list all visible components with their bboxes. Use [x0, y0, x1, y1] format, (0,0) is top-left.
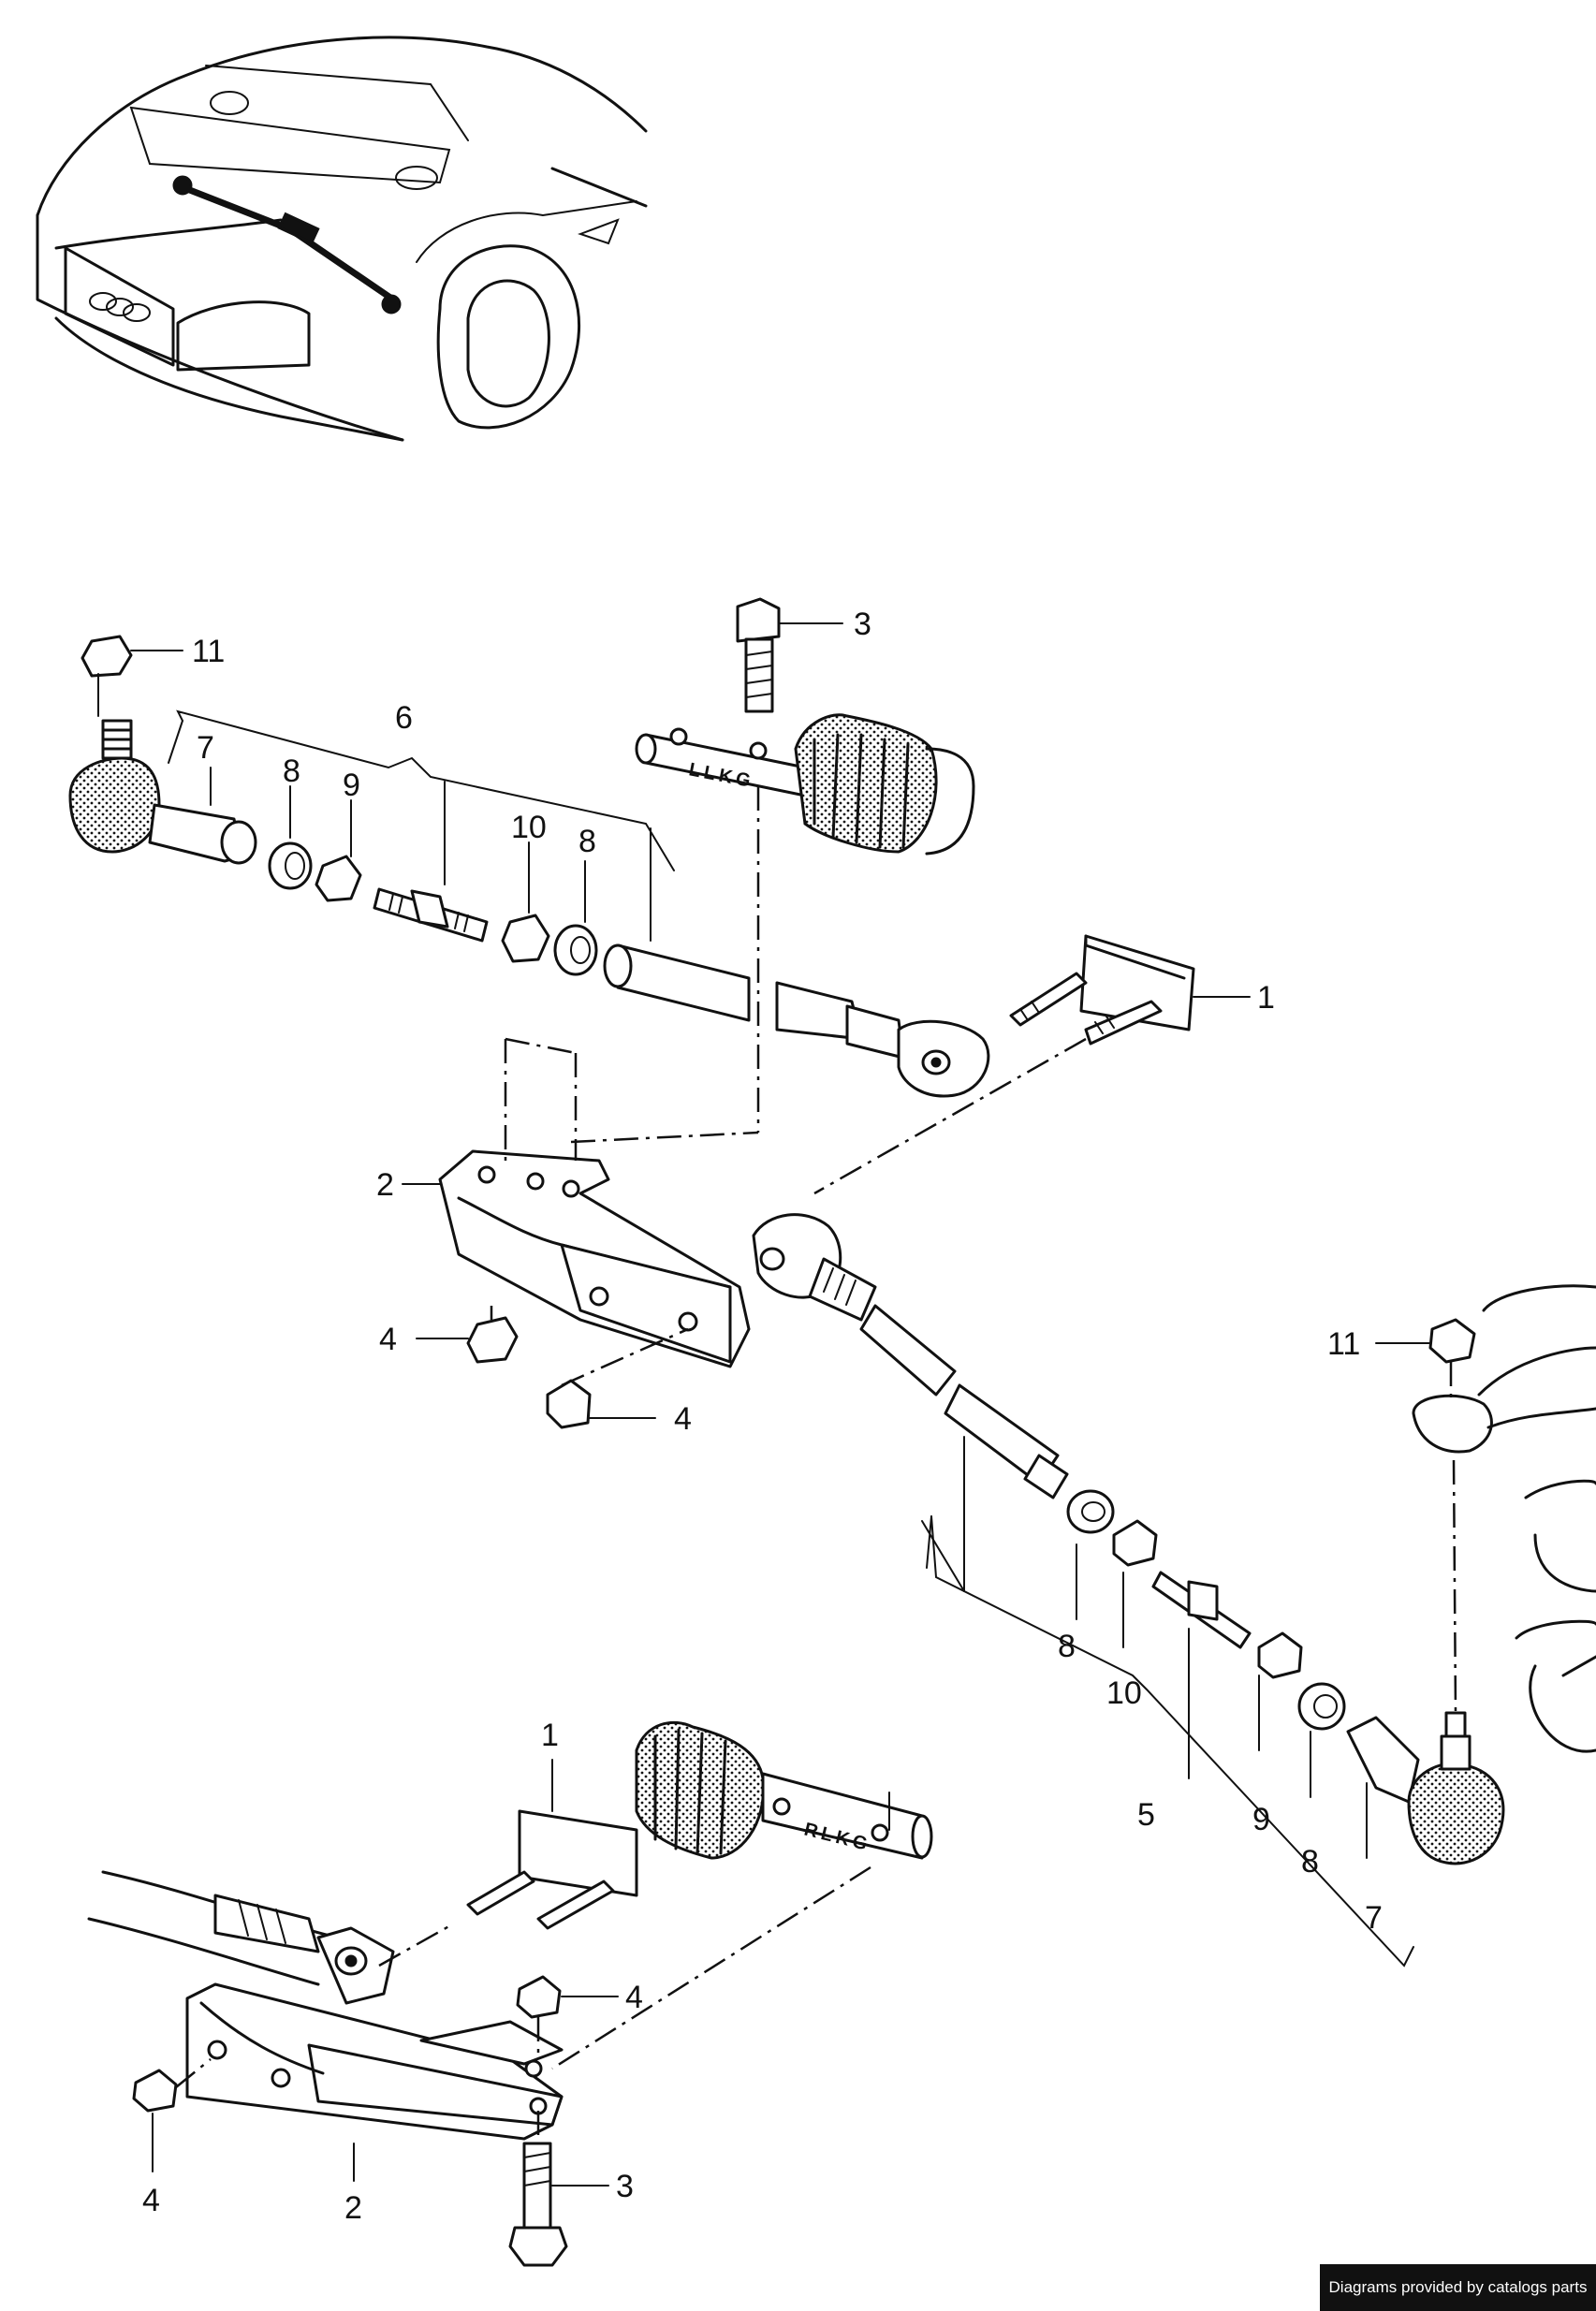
clamp-1-upper	[813, 934, 1251, 1195]
callout-2-lower: 2	[344, 2190, 362, 2226]
callout-8-upper-left: 8	[283, 753, 300, 789]
callout-9-upper: 9	[343, 768, 360, 803]
nut-10-lower	[1112, 1519, 1158, 1567]
washer-8-lower-right	[1066, 1489, 1115, 1534]
callout-5: 5	[1137, 1797, 1155, 1833]
callout-4-middle-right: 4	[674, 1401, 692, 1437]
callout-7-upper: 7	[197, 730, 214, 766]
clamp-1-lower	[518, 1809, 638, 1897]
diagram-credit: Diagrams provided by catalogs parts	[1320, 2264, 1596, 2311]
nut-11-top	[81, 635, 133, 678]
right-tie-rod-assembly	[752, 1213, 1596, 1967]
callout-6: 6	[395, 700, 413, 736]
callout-1-lower: 1	[541, 1718, 559, 1753]
callout-labels: 11 6 7 8 9 10 8 3 1 2 4 4 11 8 10 5 9 8 …	[142, 607, 1383, 2226]
tie-rod-end-right	[1407, 1762, 1505, 1865]
callout-10-lower: 10	[1106, 1675, 1142, 1711]
tie-rod-end-left	[68, 756, 161, 854]
mounting-plate-2-middle	[402, 1037, 759, 1429]
nut-9-lower	[1257, 1631, 1303, 1679]
washer-8-lower-far	[1297, 1682, 1346, 1731]
nut-11-right	[1428, 1318, 1476, 1364]
callout-3-top: 3	[854, 607, 871, 642]
nut-4-middle-left	[466, 1316, 519, 1364]
left-rack-assembly: LLKG	[635, 597, 975, 1133]
callout-11-top: 11	[192, 634, 225, 669]
bolt-3-top	[736, 597, 781, 643]
callout-2-middle: 2	[376, 1167, 394, 1203]
callout-10-upper: 10	[511, 810, 547, 845]
nut-10-upper	[501, 914, 550, 963]
callout-4-middle-left: 4	[379, 1322, 397, 1357]
callout-9-lower: 9	[1252, 1802, 1270, 1837]
callout-8-lower-far: 8	[1301, 1844, 1319, 1880]
nut-9-upper	[315, 855, 362, 902]
nut-4-lower-top	[516, 1975, 562, 2019]
upper-tie-rod-assembly	[68, 635, 990, 1098]
nut-4-middle-right	[546, 1379, 592, 1429]
callout-8-lower: 8	[1058, 1629, 1076, 1664]
callout-7-lower: 7	[1365, 1900, 1383, 1936]
callout-3-lower: 3	[616, 2169, 634, 2204]
bolt-3-lower	[508, 2226, 568, 2267]
callout-4-lower-top: 4	[625, 1980, 643, 2015]
callout-1-upper: 1	[1257, 980, 1275, 1016]
nut-4-lower-left	[132, 2069, 178, 2113]
callout-4-lower-left: 4	[142, 2183, 160, 2218]
callout-8-upper-mid: 8	[578, 824, 596, 859]
lower-rack-assembly: RLKG	[87, 1720, 933, 2267]
washer-8-upper-mid	[553, 924, 598, 976]
car-overview-illustration	[36, 36, 648, 442]
callout-11-right: 11	[1327, 1326, 1360, 1362]
